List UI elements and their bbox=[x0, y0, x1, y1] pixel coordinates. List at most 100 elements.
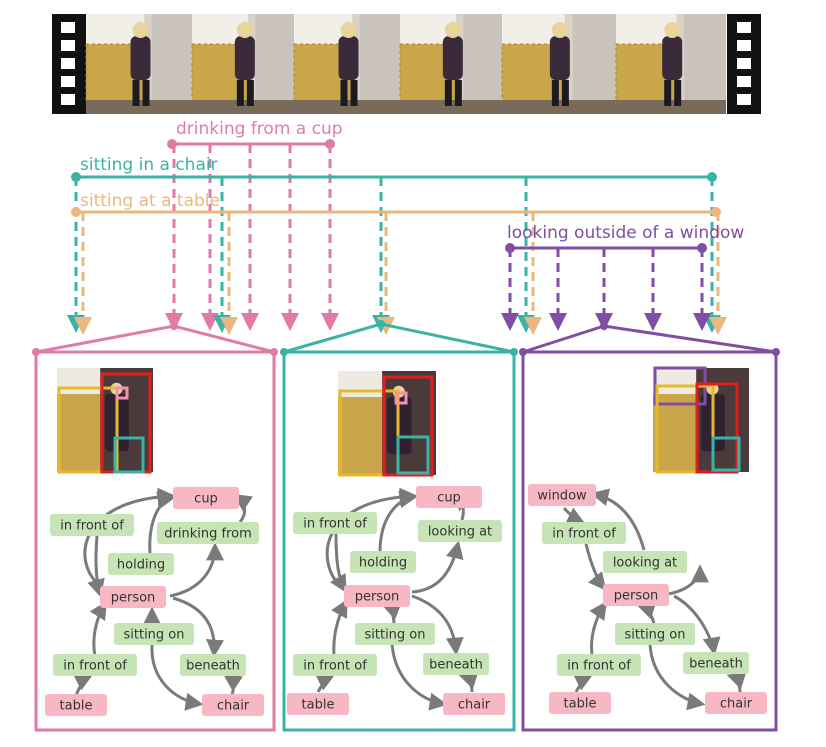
svg-text:beneath: beneath bbox=[689, 657, 743, 672]
svg-text:beneath: beneath bbox=[186, 659, 240, 674]
graph-node-chair: chair bbox=[705, 692, 767, 714]
graph-edge bbox=[726, 672, 747, 693]
graph-node-chair: chair bbox=[202, 694, 264, 716]
graph-node-drinking-from: drinking from bbox=[157, 522, 259, 544]
graph-node-table: table bbox=[45, 694, 107, 716]
svg-text:in front of: in front of bbox=[303, 659, 367, 674]
bounding-box bbox=[338, 389, 400, 477]
graph-edge bbox=[381, 603, 402, 625]
svg-text:in front of: in front of bbox=[60, 519, 124, 534]
action-label-sitting-table: sitting at a table bbox=[80, 191, 220, 211]
graph-node-holding: holding bbox=[108, 553, 174, 575]
action-label-sitting-chair: sitting in a chair bbox=[80, 155, 218, 175]
graph-node-in-front-of-top: in front of bbox=[542, 522, 626, 544]
svg-text:sitting on: sitting on bbox=[364, 628, 425, 643]
svg-text:person: person bbox=[614, 589, 659, 604]
action-timelines: drinking from a cup sitting in a chair s… bbox=[67, 119, 744, 335]
graph-node-beneath: beneath bbox=[180, 654, 246, 676]
graph-node-beneath: beneath bbox=[683, 652, 749, 674]
graph-node-cup: cup bbox=[173, 487, 239, 509]
svg-text:chair: chair bbox=[217, 699, 250, 714]
graph-edge bbox=[150, 643, 204, 711]
bounding-box bbox=[695, 382, 739, 474]
graph-edge bbox=[390, 643, 448, 711]
panel-thumbnails bbox=[57, 366, 749, 477]
graph-node-sitting-on: sitting on bbox=[615, 623, 695, 645]
graph-node-person: person bbox=[344, 585, 410, 607]
graph-edge bbox=[73, 674, 94, 697]
video-frame bbox=[501, 14, 616, 114]
film-strip bbox=[52, 14, 761, 114]
frame-thumbnail bbox=[653, 366, 749, 474]
graph-edge bbox=[223, 674, 243, 695]
svg-text:holding: holding bbox=[359, 556, 407, 571]
graph-edge bbox=[89, 600, 107, 657]
graph-edge bbox=[411, 540, 464, 594]
bounding-box bbox=[655, 384, 715, 474]
graph-edge bbox=[329, 533, 347, 594]
graph-edge bbox=[458, 672, 479, 693]
panel-sitting bbox=[282, 350, 516, 732]
svg-text:looking at: looking at bbox=[613, 556, 677, 571]
svg-text:sitting on: sitting on bbox=[624, 628, 685, 643]
scene-graph-sitting: cup in front of looking at holding person sit… bbox=[287, 486, 505, 715]
video-frame bbox=[293, 14, 400, 114]
svg-text:window: window bbox=[537, 489, 587, 504]
svg-text:cup: cup bbox=[194, 492, 218, 507]
svg-text:holding: holding bbox=[117, 558, 165, 573]
svg-text:chair: chair bbox=[720, 697, 753, 712]
scene-graph-looking: window in front of looking at person sitting… bbox=[528, 484, 767, 714]
video-frame bbox=[399, 14, 502, 114]
graph-node-chair: chair bbox=[443, 693, 505, 715]
graph-node-holding: holding bbox=[350, 551, 416, 573]
svg-text:in front of: in front of bbox=[567, 659, 631, 674]
bounding-box bbox=[113, 436, 145, 474]
svg-text:chair: chair bbox=[458, 698, 491, 713]
graph-node-window: window bbox=[528, 484, 596, 506]
panel-callouts bbox=[32, 320, 780, 356]
svg-text:in front of: in front of bbox=[303, 517, 367, 532]
graph-node-in-front-of-bottom: in front of bbox=[53, 654, 137, 676]
video-frame bbox=[191, 14, 294, 114]
graph-node-in-front-of-top: in front of bbox=[50, 514, 134, 536]
svg-text:cup: cup bbox=[437, 491, 461, 506]
action-label-looking: looking outside of a window bbox=[507, 223, 744, 243]
svg-text:beneath: beneath bbox=[429, 658, 483, 673]
graph-node-beneath: beneath bbox=[423, 653, 489, 675]
svg-text:table: table bbox=[60, 699, 93, 714]
action-label-drinking: drinking from a cup bbox=[176, 119, 343, 139]
graph-node-sitting-on: sitting on bbox=[355, 623, 435, 645]
bounding-box bbox=[396, 435, 430, 475]
graph-node-cup: cup bbox=[416, 486, 482, 508]
bounding-box bbox=[115, 386, 129, 400]
svg-text:looking at: looking at bbox=[428, 525, 492, 540]
graph-node-table: table bbox=[287, 693, 349, 715]
graph-node-in-front-of-top: in front of bbox=[293, 512, 377, 534]
graph-edge bbox=[378, 490, 418, 553]
graph-edge bbox=[562, 507, 586, 524]
graph-edge bbox=[87, 535, 105, 598]
graph-node-in-front-of-bottom: in front of bbox=[293, 654, 377, 676]
panel-looking bbox=[521, 350, 778, 732]
graph-edge bbox=[590, 488, 646, 551]
graph-edge bbox=[673, 594, 721, 656]
svg-text:table: table bbox=[302, 698, 335, 713]
panel-drinking bbox=[34, 350, 276, 732]
graph-node-in-front-of-bottom: in front of bbox=[557, 654, 641, 676]
graph-node-table: table bbox=[549, 692, 611, 714]
bounding-box bbox=[382, 375, 434, 477]
graph-edge bbox=[589, 601, 608, 655]
graph-node-sitting-on: sitting on bbox=[114, 623, 194, 645]
graph-edge bbox=[584, 543, 607, 591]
bounding-box bbox=[57, 386, 119, 474]
graph-edge bbox=[636, 602, 657, 625]
graph-node-person: person bbox=[603, 584, 669, 606]
scene-graphs: cup in front of drinking from holding person… bbox=[45, 484, 767, 716]
graph-node-looking-at: looking at bbox=[418, 520, 502, 542]
graph-edge bbox=[648, 643, 706, 711]
frame-thumbnail bbox=[338, 371, 436, 477]
video-frame bbox=[615, 14, 726, 114]
